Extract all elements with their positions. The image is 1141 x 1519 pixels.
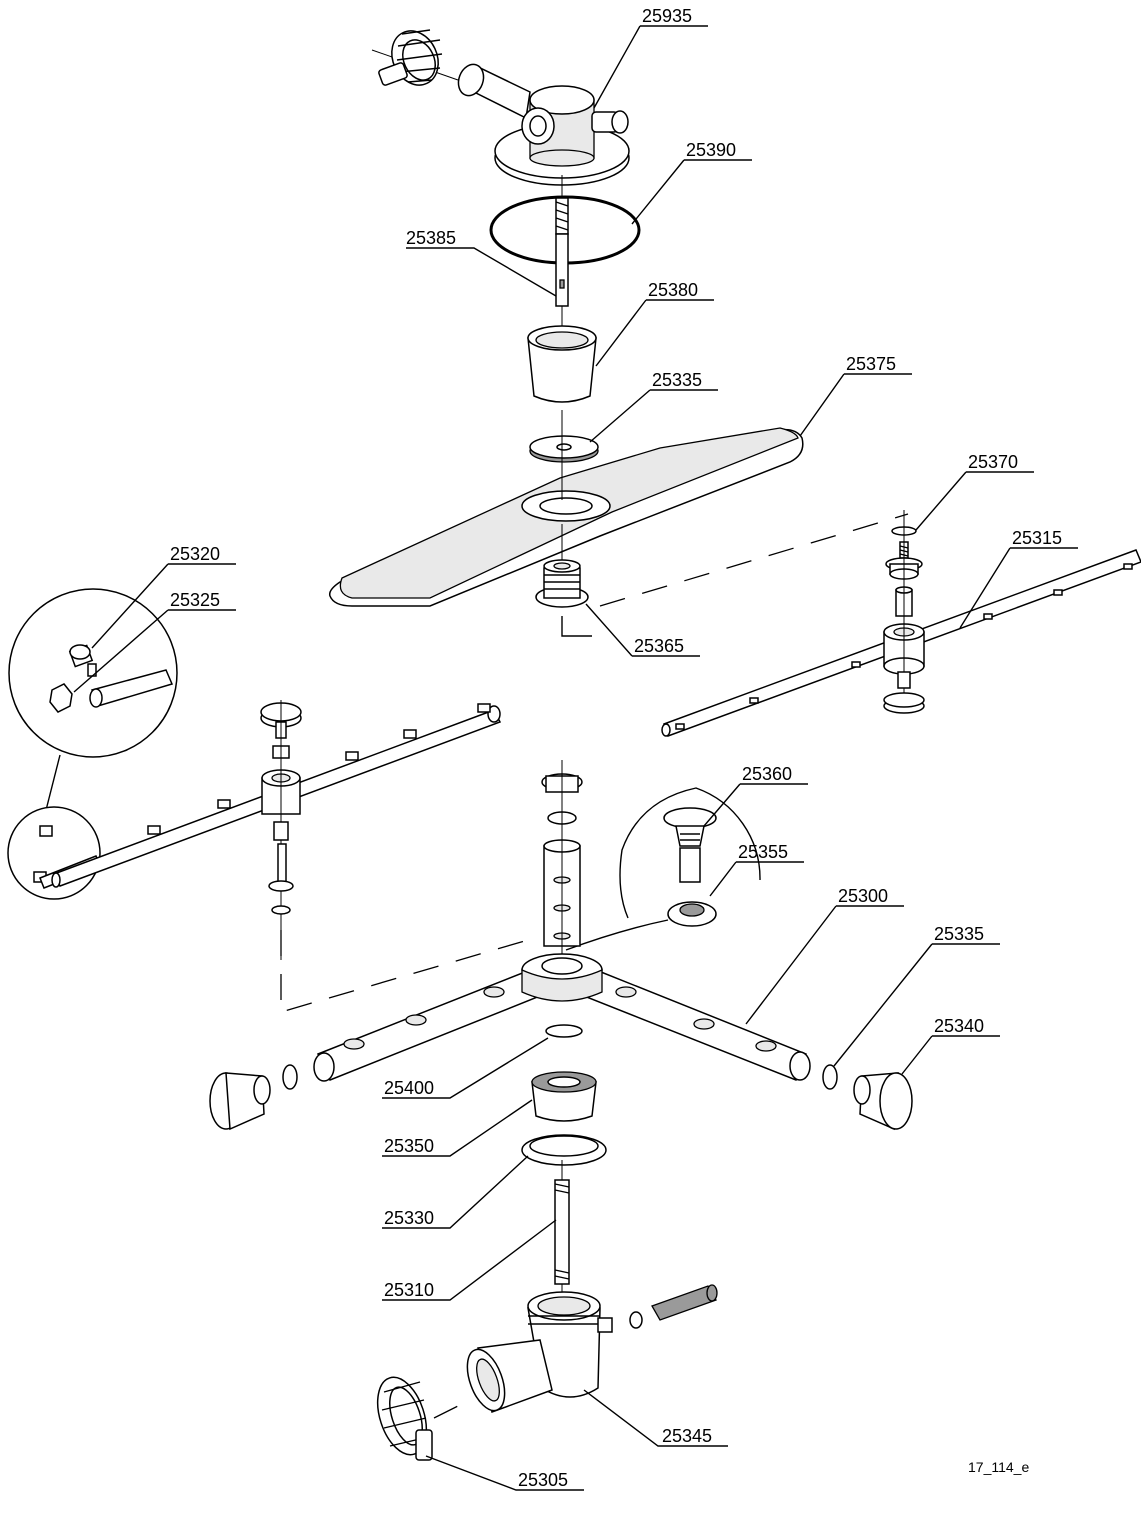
washer-lower: [545, 1024, 583, 1038]
label-25370: 25370: [968, 452, 1018, 472]
label-25385: 25385: [406, 228, 456, 248]
end-cap-right: [822, 1064, 913, 1131]
label-25340: 25340: [934, 1016, 984, 1036]
label-25330: 25330: [384, 1208, 434, 1228]
label-25380: 25380: [648, 280, 698, 300]
top-hose-clamp: [371, 29, 459, 86]
bottom-hose-clamp: [376, 1376, 471, 1461]
label-25325: 25325: [170, 590, 220, 610]
label-25390: 25390: [686, 140, 736, 160]
label-25305: 25305: [518, 1470, 568, 1490]
label-25310: 25310: [384, 1280, 434, 1300]
label-25365: 25365: [634, 636, 684, 656]
gasket-ring: [521, 1134, 607, 1166]
drain-body: [466, 1284, 718, 1414]
label-25315: 25315: [1012, 528, 1062, 548]
assembly-path-upper: [599, 513, 909, 607]
label-25375: 25375: [846, 354, 896, 374]
axle-pin: [555, 175, 569, 330]
label-25400: 25400: [384, 1078, 434, 1098]
detail-arc-nozzle: [565, 787, 761, 951]
washer-top: [529, 435, 599, 463]
lower-spray-arm: [313, 953, 811, 1082]
bushing: [527, 325, 597, 403]
label-25350: 25350: [384, 1136, 434, 1156]
left-rinse-arm: [51, 700, 502, 960]
label-25345: 25345: [662, 1426, 712, 1446]
upper-spray-arm: [328, 410, 804, 607]
top-inlet-connector: [457, 63, 630, 186]
label-25335-lower: 25335: [934, 924, 984, 944]
callouts: 25935 25390 25385 25380 25335 25375 2537…: [73, 6, 1078, 1491]
label-25360: 25360: [742, 764, 792, 784]
label-25355: 25355: [738, 842, 788, 862]
label-25935: 25935: [642, 6, 692, 26]
drawing-reference: 17_114_e: [968, 1459, 1029, 1475]
hub-nut: [531, 1071, 597, 1122]
threaded-tube: [554, 1160, 570, 1300]
label-25300: 25300: [838, 886, 888, 906]
detail-circle-screw-and-tube: [8, 588, 178, 819]
label-25320: 25320: [170, 544, 220, 564]
arm-bearing-nut: [535, 524, 592, 637]
label-25335: 25335: [652, 370, 702, 390]
central-tube: [541, 760, 583, 1000]
end-cap-left: [209, 1064, 298, 1131]
right-rinse-arm: [661, 510, 1141, 737]
